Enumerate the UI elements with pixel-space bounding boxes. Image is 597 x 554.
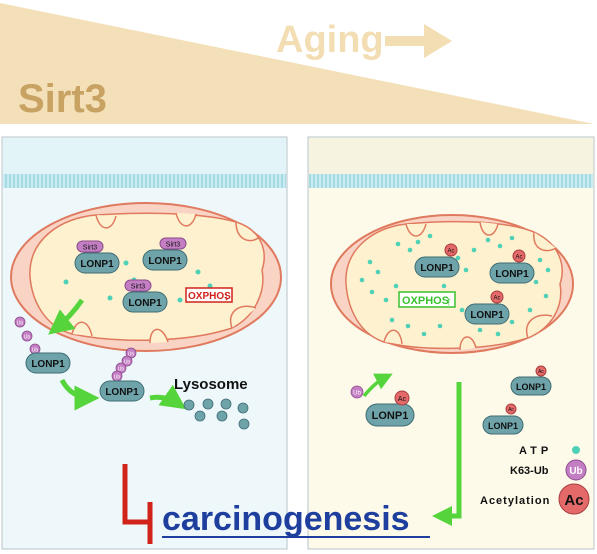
cell-membrane [3,174,286,188]
lonp1-cytosol-2: LONP1 Ac [510,365,552,396]
degradation-arrow-2 [149,384,187,410]
ub-chain-1: Ub Ub Ub [14,316,41,355]
svg-text:Ub: Ub [353,391,361,397]
svg-text:LONP1: LONP1 [80,259,114,270]
lonp1-sirt3-complex-2: LONP1 Sirt3 [142,237,188,271]
lonp1-sirt3-complex-1: LONP1 Sirt3 [74,240,120,274]
export-arrow [48,298,85,335]
svg-text:Ac: Ac [398,396,407,403]
svg-text:LONP1: LONP1 [105,387,139,398]
oxphos-down-box: OXPHOS ↓ [185,287,233,303]
svg-text:Ub: Ub [32,348,39,354]
lonp1-cytosol-3: LONP1 Ac [482,403,524,435]
right-cell: LONP1 Ac LONP1 Ac LONP1 Ac OXPHOS ↑ Ub [307,136,595,550]
svg-text:↑: ↑ [446,294,452,308]
legend-atp-label: ATP [519,445,552,457]
atp-legend-icon [572,446,580,454]
header: Aging Sirt3 [0,3,594,124]
legend-k63-label: K63-Ub [510,465,549,477]
lonp1-acetylated-3: LONP1 Ac [464,290,510,325]
svg-text:Ub: Ub [569,466,582,477]
lonp1-acetylated-2: LONP1 Ac [489,249,535,284]
legend: ATP K63-Ub Ub Acetylation Ac [480,445,590,515]
svg-text:LONP1: LONP1 [148,256,182,267]
svg-text:LONP1: LONP1 [420,263,454,274]
lonp1-ubiquitinated-1: LONP1 [25,352,71,374]
svg-text:Ac: Ac [515,255,522,261]
svg-text:Ub: Ub [124,360,131,366]
mitochondrion [10,202,282,352]
svg-text:Sirt3: Sirt3 [83,245,98,252]
svg-text:OXPHOS: OXPHOS [402,295,449,307]
svg-text:Ac: Ac [564,492,583,509]
left-cell: LONP1 Sirt3 LONP1 Sirt3 LONP1 Sirt3 OXPH… [1,136,288,550]
svg-text:Ub: Ub [114,375,121,381]
aging-arrow-icon [385,24,452,58]
svg-text:LONP1: LONP1 [488,421,518,431]
svg-text:Ub: Ub [118,367,125,373]
svg-text:LONP1: LONP1 [470,310,504,321]
cell-membrane [309,174,593,188]
degradation-arrow-1 [59,378,100,411]
atp-dots [359,233,551,337]
svg-text:Ub: Ub [128,352,135,358]
carcinogenesis-label: carcinogenesis [162,500,410,538]
svg-text:Ub: Ub [24,335,31,341]
svg-text:Sirt3: Sirt3 [166,242,181,249]
ac-legend-icon [558,483,590,515]
atp-dots [63,260,213,303]
ub-legend-icon [565,459,587,481]
lysosome-label: Lysosome [174,376,248,393]
svg-text:Sirt3: Sirt3 [131,284,146,291]
svg-text:LONP1: LONP1 [372,410,409,422]
svg-text:LONP1: LONP1 [31,359,65,370]
promotion-arrow [432,382,462,526]
legend-acetylation-label: Acetylation [480,495,550,507]
ub-release: Ub [350,373,393,399]
svg-text:Ub: Ub [17,321,24,327]
mitochondrion [330,214,574,354]
svg-text:LONP1: LONP1 [128,298,162,309]
sirt3-label: Sirt3 [18,77,107,121]
ub-chain-2: Ub Ub Ub Ub [111,347,137,382]
oxphos-up-box: OXPHOS ↑ [398,291,456,308]
svg-text:↓: ↓ [224,291,230,303]
aging-label: Aging [276,19,384,61]
svg-text:Ac: Ac [508,407,514,413]
svg-text:Ac: Ac [538,369,544,375]
outcome: carcinogenesis [122,464,430,544]
sirt3-decline-wedge [0,3,594,124]
lonp1-sirt3-complex-3: LONP1 Sirt3 [122,279,168,313]
svg-text:Ac: Ac [447,249,454,255]
degraded-fragments [183,398,250,430]
inhibition-bracket [122,464,153,544]
ub-release-arrow [362,373,393,398]
svg-text:OXPHOS: OXPHOS [188,291,231,302]
lonp1-ubiquitinated-2: LONP1 [99,380,145,402]
svg-text:Ac: Ac [493,296,500,302]
svg-text:LONP1: LONP1 [495,269,529,280]
lonp1-acetylated-1: LONP1 Ac [414,243,460,278]
svg-text:LONP1: LONP1 [516,382,546,392]
lonp1-cytosol-main: LONP1 Ac [365,390,415,427]
